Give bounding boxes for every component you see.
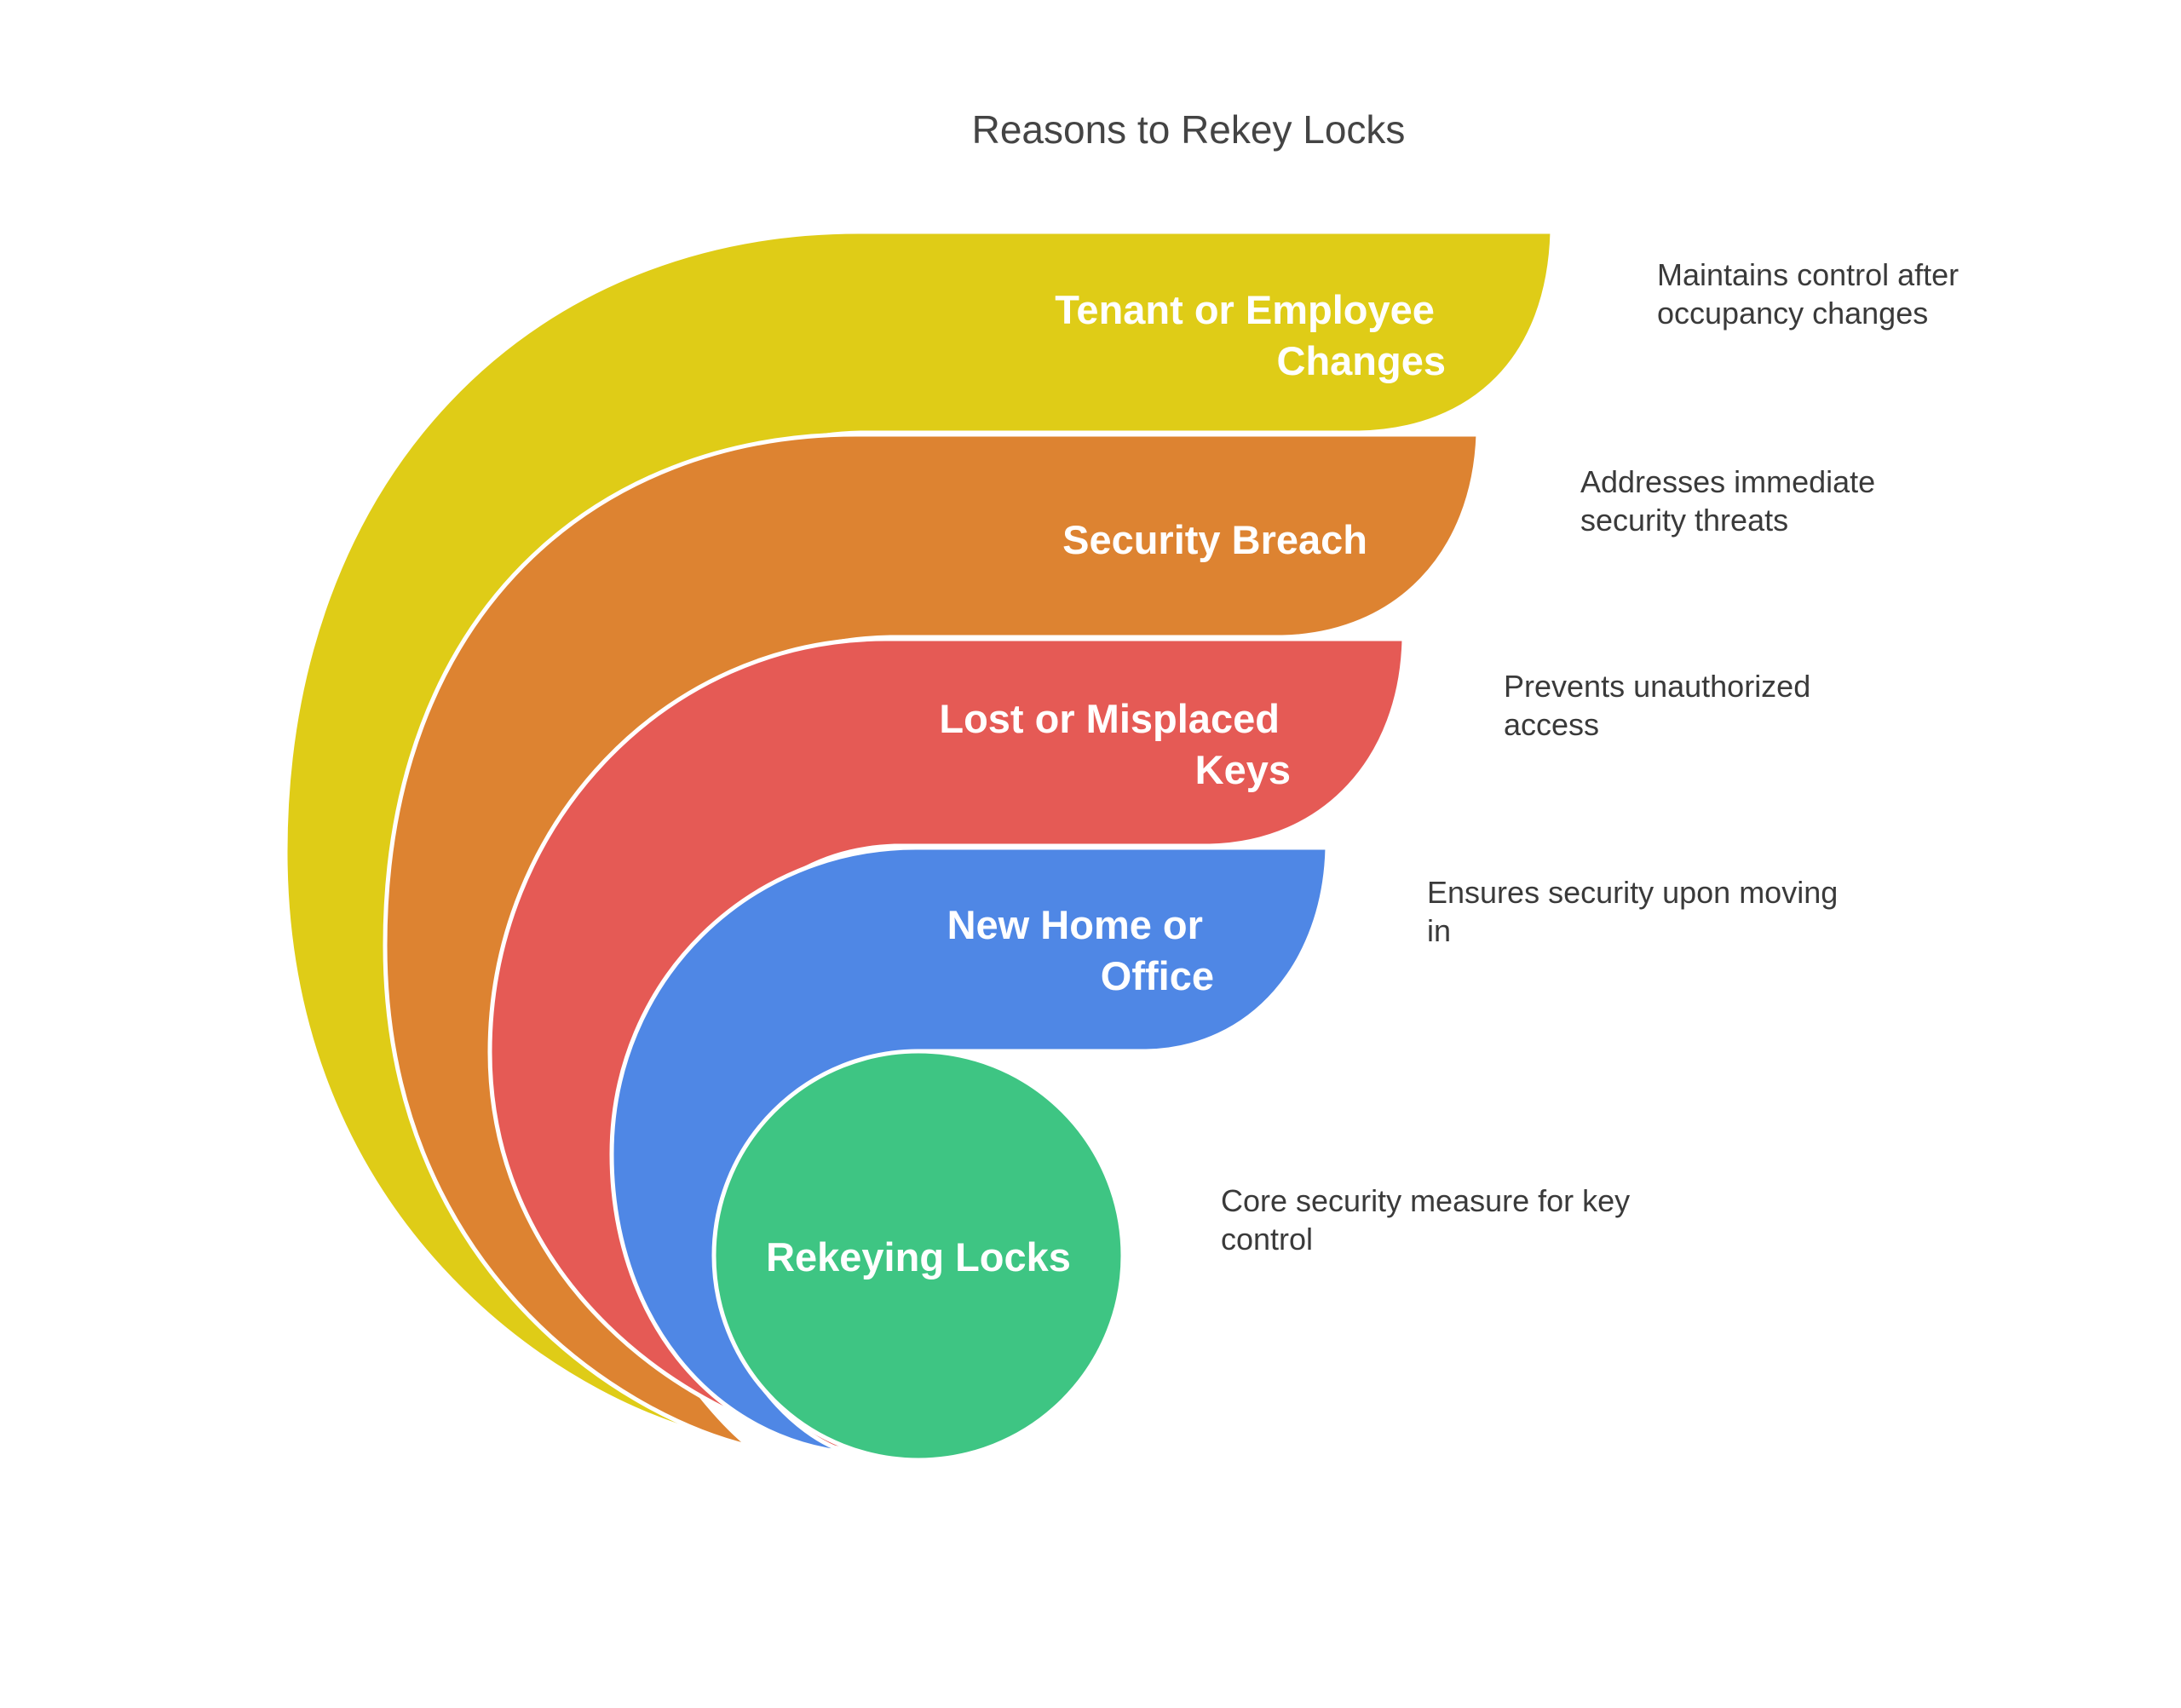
- description-security-breach: Addresses immediate security threats: [1580, 464, 1884, 538]
- description-new-home: Ensures security upon moving in: [1427, 875, 1846, 948]
- core-circle-rekeying-locks: [711, 1049, 1125, 1463]
- description-tenant-changes: Maintains control after occupancy change…: [1657, 257, 1967, 331]
- description-core-rekeying-locks: Core security measure for key control: [1221, 1183, 1638, 1257]
- label-core-rekeying-locks: Rekeying Locks: [766, 1234, 1071, 1280]
- label-lost-keys: Lost or Misplaced Keys: [939, 696, 1291, 792]
- label-tenant-changes: Tenant or Employee Changes: [1055, 287, 1446, 383]
- description-lost-keys: Prevents unauthorized access: [1504, 669, 1819, 742]
- label-security-breach: Security Breach: [1062, 517, 1367, 562]
- label-new-home: New Home or Office: [947, 902, 1214, 998]
- diagram-title: Reasons to Rekey Locks: [972, 107, 1406, 152]
